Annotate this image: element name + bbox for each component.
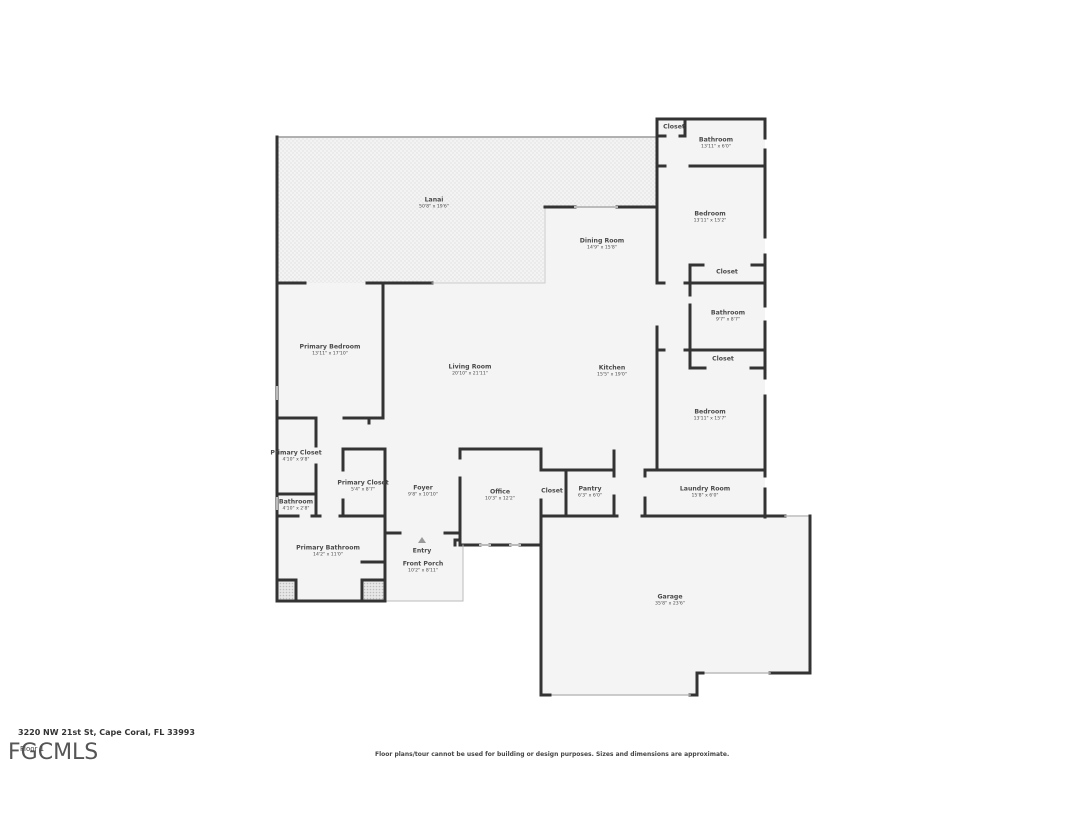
room-dimensions: 10'3" x 12'2": [485, 496, 515, 502]
room-name: Lanai: [424, 196, 444, 204]
room-name: Closet: [712, 355, 734, 363]
room-dimensions: 20'10" x 21'11": [452, 371, 488, 377]
room-dimensions: 5'4" x 8'7": [350, 487, 376, 493]
house-floor: [277, 119, 810, 695]
room-name: Dining Room: [579, 237, 625, 245]
room-dimensions: 6'3" x 6'0": [577, 493, 603, 499]
room-name: Kitchen: [598, 364, 626, 372]
room-name: Closet: [541, 487, 563, 495]
room-dimensions: 9'7" x 8'7": [715, 317, 741, 323]
property-address: 3220 NW 21st St, Cape Coral, FL 33993: [18, 728, 195, 737]
room-name: Entry: [412, 547, 432, 555]
floor-areas: [277, 119, 810, 695]
room-dimensions: 10'2" x 8'11": [408, 568, 438, 574]
room-name: Bedroom: [694, 210, 726, 218]
room-name: Primary Bathroom: [296, 544, 360, 552]
room-name: Primary Closet: [337, 479, 389, 487]
room-dimensions: 13'11" x 17'10": [312, 351, 348, 357]
room-name: Office: [489, 488, 511, 496]
room-label-entry: Entry: [413, 547, 432, 554]
room-dimensions: 4'10" x 9'8": [282, 457, 310, 463]
room-dimensions: 4'10" x 2'8": [282, 506, 310, 512]
room-dimensions: 13'11" x 6'0": [701, 144, 731, 150]
room-name: Bedroom: [694, 408, 726, 416]
room-name: Primary Bedroom: [299, 343, 361, 351]
room-label-closet-top: Closet: [663, 123, 685, 130]
room-dimensions: 15'5" x 19'0": [597, 372, 627, 378]
room-dimensions: 15'8" x 6'0": [691, 493, 719, 499]
room-name: Laundry Room: [679, 485, 731, 493]
room-dimensions: 14'9" x 15'8": [587, 245, 617, 251]
room-name: Living Room: [448, 363, 492, 371]
room-name: Closet: [716, 268, 738, 276]
room-label-closet-office: Closet: [541, 487, 563, 494]
room-name: Bathroom: [698, 136, 734, 144]
room-name: Front Porch: [402, 560, 444, 568]
room-name: Primary Closet: [270, 449, 322, 457]
room-dimensions: 9'8" x 10'10": [408, 492, 438, 498]
tub-right: [364, 580, 384, 600]
room-dimensions: 50'8" x 19'6": [419, 204, 449, 210]
tub-left: [278, 580, 296, 600]
room-name: Bathroom: [710, 309, 746, 317]
room-name: Foyer: [413, 484, 433, 492]
disclaimer-text: Floor plans/tour cannot be used for buil…: [375, 751, 730, 758]
walls: [275, 117, 812, 697]
room-dimensions: 13'11" x 15'7": [693, 416, 727, 422]
room-dimensions: 14'2" x 11'0": [313, 552, 343, 558]
room-name: Closet: [663, 123, 685, 131]
room-dimensions: 13'11" x 15'2": [693, 218, 727, 224]
floor-label: Floor 1: [20, 745, 45, 753]
room-name: Garage: [657, 593, 683, 601]
room-label-closet-mid2: Closet: [712, 355, 734, 362]
room-label-closet-mid1: Closet: [716, 268, 738, 275]
room-name: Bathroom: [278, 498, 314, 506]
room-name: Pantry: [578, 485, 602, 493]
room-dimensions: 35'8" x 23'6": [655, 601, 685, 607]
entry-arrow-icon: [418, 537, 426, 543]
mls-logo: FGCMLS: [8, 740, 99, 765]
